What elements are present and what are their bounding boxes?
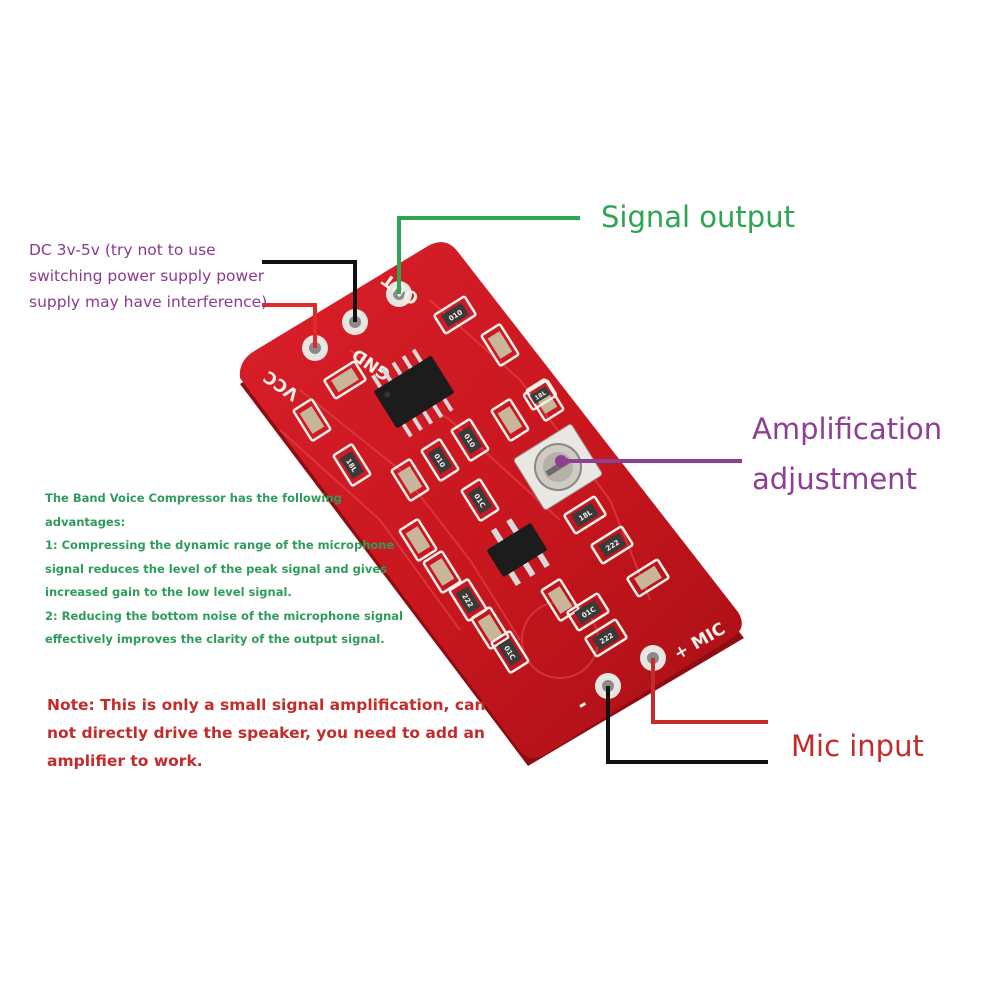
main-ic-chip — [371, 348, 454, 438]
dc-note-line: switching power supply power — [29, 267, 265, 285]
advantages-line: 2: Reducing the bottom noise of the micr… — [45, 608, 403, 623]
advantages-line: 1: Compressing the dynamic range of the … — [45, 538, 395, 552]
advantages-line: effectively improves the clarity of the … — [45, 632, 385, 646]
sot-transistor — [487, 518, 550, 587]
note-line: not directly drive the speaker, you need… — [47, 724, 485, 742]
dc-supply-note: DC 3v-5v (try not to use switching power… — [29, 237, 269, 315]
note-line: amplifier to work. — [47, 752, 203, 770]
amplification-label-line2: adjustment — [752, 462, 917, 496]
signal-output-label: Signal output — [601, 200, 795, 234]
advantages-text: The Band Voice Compressor has the follow… — [45, 487, 403, 652]
signal-output-leader — [397, 216, 580, 294]
note-line: Note: This is only a small signal amplif… — [47, 696, 486, 714]
mic-plus-wire-leader — [651, 658, 768, 724]
mic-input-label: Mic input — [791, 729, 924, 763]
smd-components: 010 18L 010 010 01C 222 01C 18L 222 01C … — [292, 295, 670, 674]
trimmer-potentiometer — [513, 424, 603, 510]
vcc-wire-leader — [262, 303, 317, 348]
advantages-line: The Band Voice Compressor has the follow… — [45, 491, 342, 505]
amplification-label-line1: Amplification — [752, 412, 943, 446]
amplifier-warning-note: Note: This is only a small signal amplif… — [47, 691, 486, 775]
pcb-board — [239, 242, 742, 758]
dc-note-line: DC 3v-5v (try not to use — [29, 241, 216, 259]
dc-note-line: supply may have interference) — [29, 293, 268, 311]
advantages-line: signal reduces the level of the peak sig… — [45, 561, 387, 576]
advantages-line: increased gain to the low level signal. — [45, 585, 292, 599]
advantages-line: advantages: — [45, 514, 126, 529]
gnd-wire-leader — [262, 260, 357, 322]
mic-minus-wire-leader — [606, 686, 768, 764]
